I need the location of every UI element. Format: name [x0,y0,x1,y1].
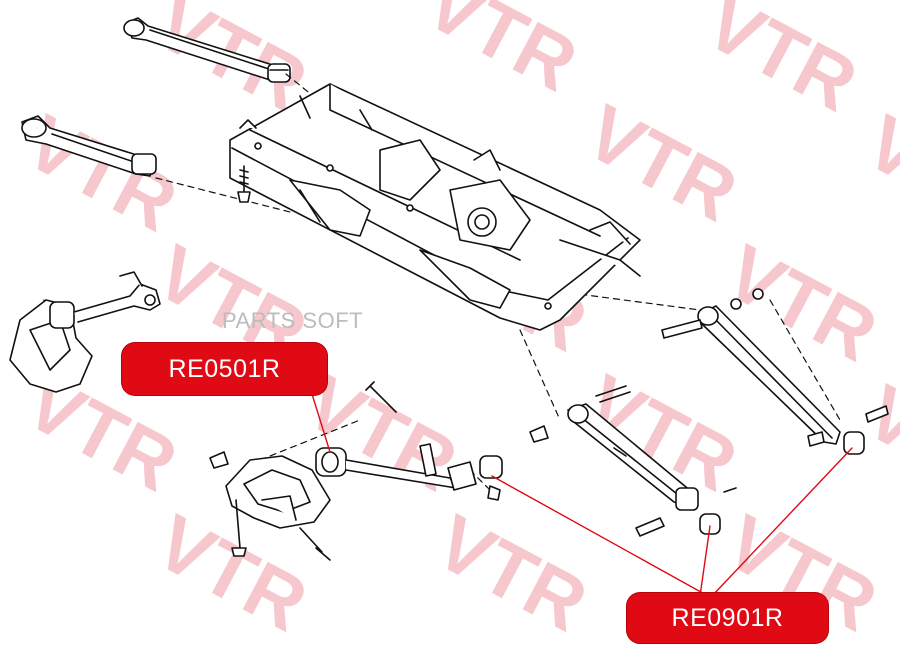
knuckle-assembly-left [9,271,161,393]
parts-soft-watermark: PARTS SOFT [222,308,364,333]
knuckle-assembly-center [209,443,503,561]
callout-re0901r: RE0901R [627,593,828,643]
bushing-icon [843,431,865,455]
subframe [229,83,641,331]
callout-leaders [311,393,853,597]
bushing-icon [699,513,721,535]
bolt-icon [237,165,251,203]
upper-control-arm [123,17,291,83]
callout-re0501r: RE0501R [122,343,327,395]
lower-control-arm [21,115,157,177]
lateral-link-middle [529,385,721,537]
bushing-icon [479,455,503,479]
lateral-link-right [661,288,889,493]
bolt-icon [365,381,397,413]
